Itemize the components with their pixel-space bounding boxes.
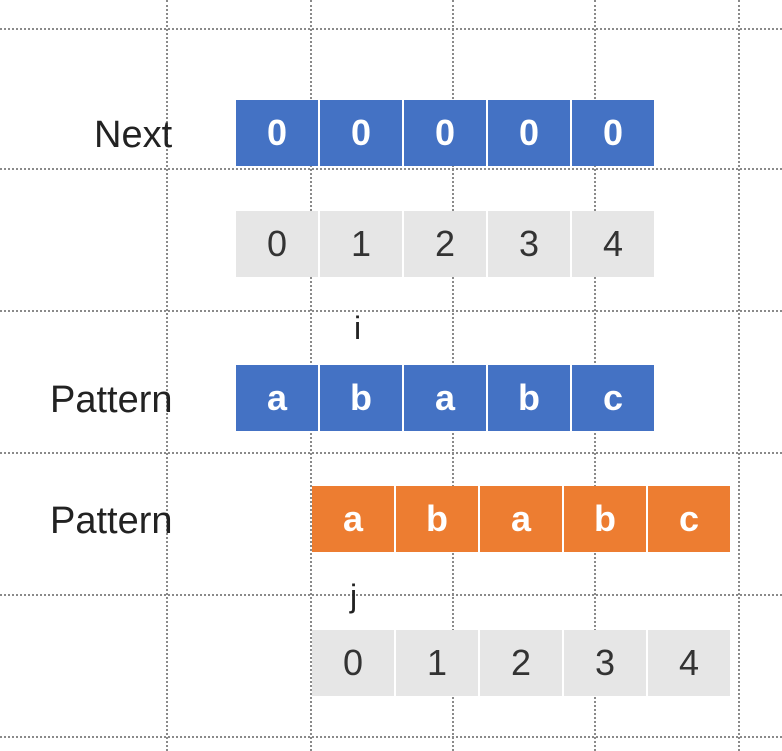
- next-value-cell: 0: [572, 100, 654, 166]
- next-value-cell: 0: [404, 100, 486, 166]
- next-value-cell: 0: [236, 100, 318, 166]
- grid-line-vertical: [166, 0, 168, 751]
- index-cell: 2: [480, 630, 562, 696]
- pointer-i: i: [354, 310, 362, 346]
- grid-line-horizontal: [0, 28, 782, 30]
- index-cell: 0: [236, 211, 318, 277]
- next-array: 0 0 0 0 0: [236, 100, 654, 166]
- next-value-cell: 0: [320, 100, 402, 166]
- index-cell: 3: [564, 630, 646, 696]
- pattern-char-cell: b: [320, 365, 402, 431]
- grid-line-horizontal: [0, 310, 782, 312]
- grid-line-horizontal: [0, 736, 782, 738]
- index-cell: 3: [488, 211, 570, 277]
- pattern-char-cell: a: [404, 365, 486, 431]
- pattern-label-top: Pattern: [50, 379, 173, 421]
- index-cell: 2: [404, 211, 486, 277]
- index-cell: 1: [320, 211, 402, 277]
- pattern-array-bottom: a b a b c: [312, 486, 730, 552]
- index-cell: 0: [312, 630, 394, 696]
- next-index-array: 0 1 2 3 4: [236, 211, 654, 277]
- pattern-char-cell: a: [236, 365, 318, 431]
- pattern-char-cell: a: [480, 486, 562, 552]
- next-value-cell: 0: [488, 100, 570, 166]
- next-label: Next: [94, 114, 173, 156]
- pattern-char-cell: b: [488, 365, 570, 431]
- index-cell: 4: [572, 211, 654, 277]
- pattern-char-cell: b: [396, 486, 478, 552]
- grid-line-horizontal: [0, 168, 782, 170]
- pattern-index-array-bottom: 0 1 2 3 4: [312, 630, 730, 696]
- pattern-char-cell: b: [564, 486, 646, 552]
- index-cell: 1: [396, 630, 478, 696]
- grid-line-horizontal: [0, 452, 782, 454]
- pattern-array-top: a b a b c: [236, 365, 654, 431]
- grid-line-vertical: [738, 0, 740, 751]
- index-cell: 4: [648, 630, 730, 696]
- pattern-char-cell: c: [572, 365, 654, 431]
- pattern-char-cell: c: [648, 486, 730, 552]
- pattern-char-cell: a: [312, 486, 394, 552]
- pattern-label-bottom: Pattern: [50, 500, 173, 542]
- pointer-j: j: [350, 578, 358, 614]
- grid-line-horizontal: [0, 594, 782, 596]
